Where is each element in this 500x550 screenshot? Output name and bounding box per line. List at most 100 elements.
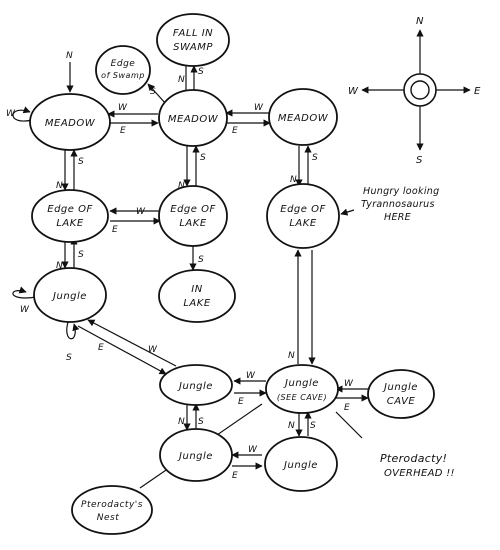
dir-label-e: E bbox=[232, 471, 238, 481]
edge-jungle-top-to-jungle-mid bbox=[77, 325, 167, 375]
compass-west-label: W bbox=[348, 86, 359, 97]
node-edge-of-lake-center-line2: LAKE bbox=[179, 218, 206, 229]
node-meadow-center: MEADOW bbox=[158, 89, 228, 147]
note-tyrannosaurus-line1: Hungry looking bbox=[363, 186, 439, 197]
nodes: FALL IN SWAMP Edge of Swamp MEADOW MEADO… bbox=[29, 13, 435, 535]
edges bbox=[12, 65, 369, 489]
tyrannosaurus-note-pointer bbox=[340, 208, 355, 216]
dir-label-e: E bbox=[232, 126, 238, 136]
dir-label-w: W bbox=[20, 305, 30, 315]
dir-label-w: W bbox=[246, 371, 256, 381]
node-edge-of-lake-left-line1: Edge OF bbox=[47, 204, 92, 215]
compass-north-label: N bbox=[416, 16, 424, 27]
node-edge-of-lake-left: Edge OF LAKE bbox=[31, 189, 109, 243]
node-edge-of-lake-center-line1: Edge OF bbox=[170, 204, 215, 215]
note-pterodactyl-line2: OVERHEAD !! bbox=[384, 468, 455, 479]
node-jungle-mid-left-label: Jungle bbox=[177, 381, 213, 392]
node-meadow-right-label: MEADOW bbox=[278, 113, 329, 124]
node-pterodactyl-nest: Pterodacty's Nest bbox=[71, 485, 153, 535]
node-jungle-lower-left-label: Jungle bbox=[177, 451, 213, 462]
compass-south-label: S bbox=[416, 155, 423, 166]
dir-label-n: N bbox=[288, 351, 295, 361]
dir-label-s: S bbox=[198, 255, 204, 265]
dir-label-e: E bbox=[120, 126, 126, 136]
dir-label-w: W bbox=[136, 207, 146, 217]
note-tyrannosaurus-line3: HERE bbox=[384, 212, 411, 223]
dir-label-w: W bbox=[254, 103, 264, 113]
dir-label-s: S bbox=[312, 153, 318, 163]
note-tyrannosaurus: Hungry looking Tyrannosaurus HERE bbox=[361, 186, 439, 223]
node-jungle-cave-line2: CAVE bbox=[387, 396, 416, 407]
node-edge-of-lake-right-line1: Edge OF bbox=[280, 204, 325, 215]
node-edge-of-swamp-line2: of Swamp bbox=[101, 71, 145, 80]
node-edge-of-lake-right: Edge OF LAKE bbox=[266, 183, 340, 249]
dir-label-s: S bbox=[310, 421, 316, 431]
dir-label-s: S bbox=[78, 157, 84, 167]
dir-label-w: W bbox=[344, 379, 354, 389]
node-meadow-left: MEADOW bbox=[29, 93, 111, 151]
dir-label-e: E bbox=[238, 397, 244, 407]
dir-label-e: E bbox=[98, 343, 104, 353]
dir-label-n: N bbox=[178, 181, 185, 191]
dir-label-n: N bbox=[178, 75, 185, 85]
dir-label-n: N bbox=[56, 181, 63, 191]
node-jungle-lower-right-label: Jungle bbox=[282, 460, 318, 471]
node-jungle-see-cave-line1: Jungle bbox=[283, 378, 319, 389]
node-meadow-center-label: MEADOW bbox=[168, 114, 219, 125]
dir-label-s: S bbox=[200, 153, 206, 163]
dir-label-s: S bbox=[198, 67, 204, 77]
edge-jungle-top-west-loop bbox=[12, 286, 37, 299]
dir-label-w: W bbox=[118, 103, 128, 113]
dir-label-e: E bbox=[112, 225, 118, 235]
note-pterodactyl-line1: Pterodacty! bbox=[380, 452, 447, 465]
node-edge-of-swamp-line1: Edge bbox=[111, 59, 136, 69]
dir-label-n: N bbox=[66, 51, 73, 61]
node-in-lake: IN LAKE bbox=[158, 269, 236, 323]
node-jungle-top: Jungle bbox=[33, 267, 107, 323]
node-jungle-mid-left: Jungle bbox=[159, 364, 233, 406]
dir-label-s: S bbox=[66, 353, 72, 363]
edge-jungle-top-south-loop bbox=[66, 321, 80, 340]
dir-label-w: W bbox=[248, 445, 258, 455]
dir-label-n: N bbox=[290, 175, 297, 185]
dir-label-s: S bbox=[150, 87, 156, 97]
node-fall-in-swamp-line2: SWAMP bbox=[173, 42, 213, 53]
dir-label-n: N bbox=[178, 417, 185, 427]
node-jungle-lower-left: Jungle bbox=[159, 428, 233, 482]
node-meadow-left-label: MEADOW bbox=[45, 118, 96, 129]
node-edge-of-lake-right-line2: LAKE bbox=[289, 218, 316, 229]
node-fall-in-swamp: FALL IN SWAMP bbox=[156, 13, 230, 67]
node-in-lake-line1: IN bbox=[191, 284, 202, 295]
compass: N S W E bbox=[348, 16, 481, 166]
dir-label-n: N bbox=[56, 261, 63, 271]
node-edge-of-lake-center: Edge OF LAKE bbox=[158, 185, 228, 247]
node-pterodactyl-nest-line1: Pterodacty's bbox=[81, 500, 143, 510]
node-jungle-top-label: Jungle bbox=[51, 291, 87, 302]
node-jungle-cave-line1: Jungle bbox=[382, 382, 418, 393]
edge-meadow-left-self-loop bbox=[12, 106, 33, 122]
pterodactyl-note-pointer bbox=[335, 411, 363, 439]
compass-inner-ring bbox=[410, 80, 430, 100]
note-tyrannosaurus-line2: Tyrannosaurus bbox=[361, 199, 435, 210]
node-jungle-see-cave-line2: (SEE CAVE) bbox=[277, 393, 327, 402]
node-edge-of-lake-left-line2: LAKE bbox=[56, 218, 83, 229]
edge-edge-of-swamp-to-meadow bbox=[147, 83, 167, 105]
node-jungle-see-cave: Jungle (SEE CAVE) bbox=[265, 364, 339, 414]
dir-label-s: S bbox=[198, 417, 204, 427]
node-fall-in-swamp-line1: FALL IN bbox=[173, 28, 213, 39]
node-jungle-cave: Jungle CAVE bbox=[367, 369, 435, 419]
dir-label-e: E bbox=[344, 403, 350, 413]
dir-label-w: W bbox=[148, 345, 158, 355]
dir-label-w: W bbox=[6, 109, 16, 119]
edge-jungle-mid-to-jungle-top bbox=[87, 319, 177, 367]
node-edge-of-swamp: Edge of Swamp bbox=[95, 45, 151, 95]
node-meadow-right: MEADOW bbox=[268, 88, 338, 146]
dir-label-s: S bbox=[78, 250, 84, 260]
node-in-lake-line2: LAKE bbox=[183, 298, 210, 309]
node-jungle-lower-right: Jungle bbox=[264, 436, 338, 492]
note-pterodactyl: Pterodacty! OVERHEAD !! bbox=[380, 452, 455, 479]
node-pterodactyl-nest-line2: Nest bbox=[97, 513, 120, 523]
direction-labels: N N S S W E W E W S N S N S N W E S N S … bbox=[6, 51, 354, 481]
dir-label-n: N bbox=[288, 421, 295, 431]
